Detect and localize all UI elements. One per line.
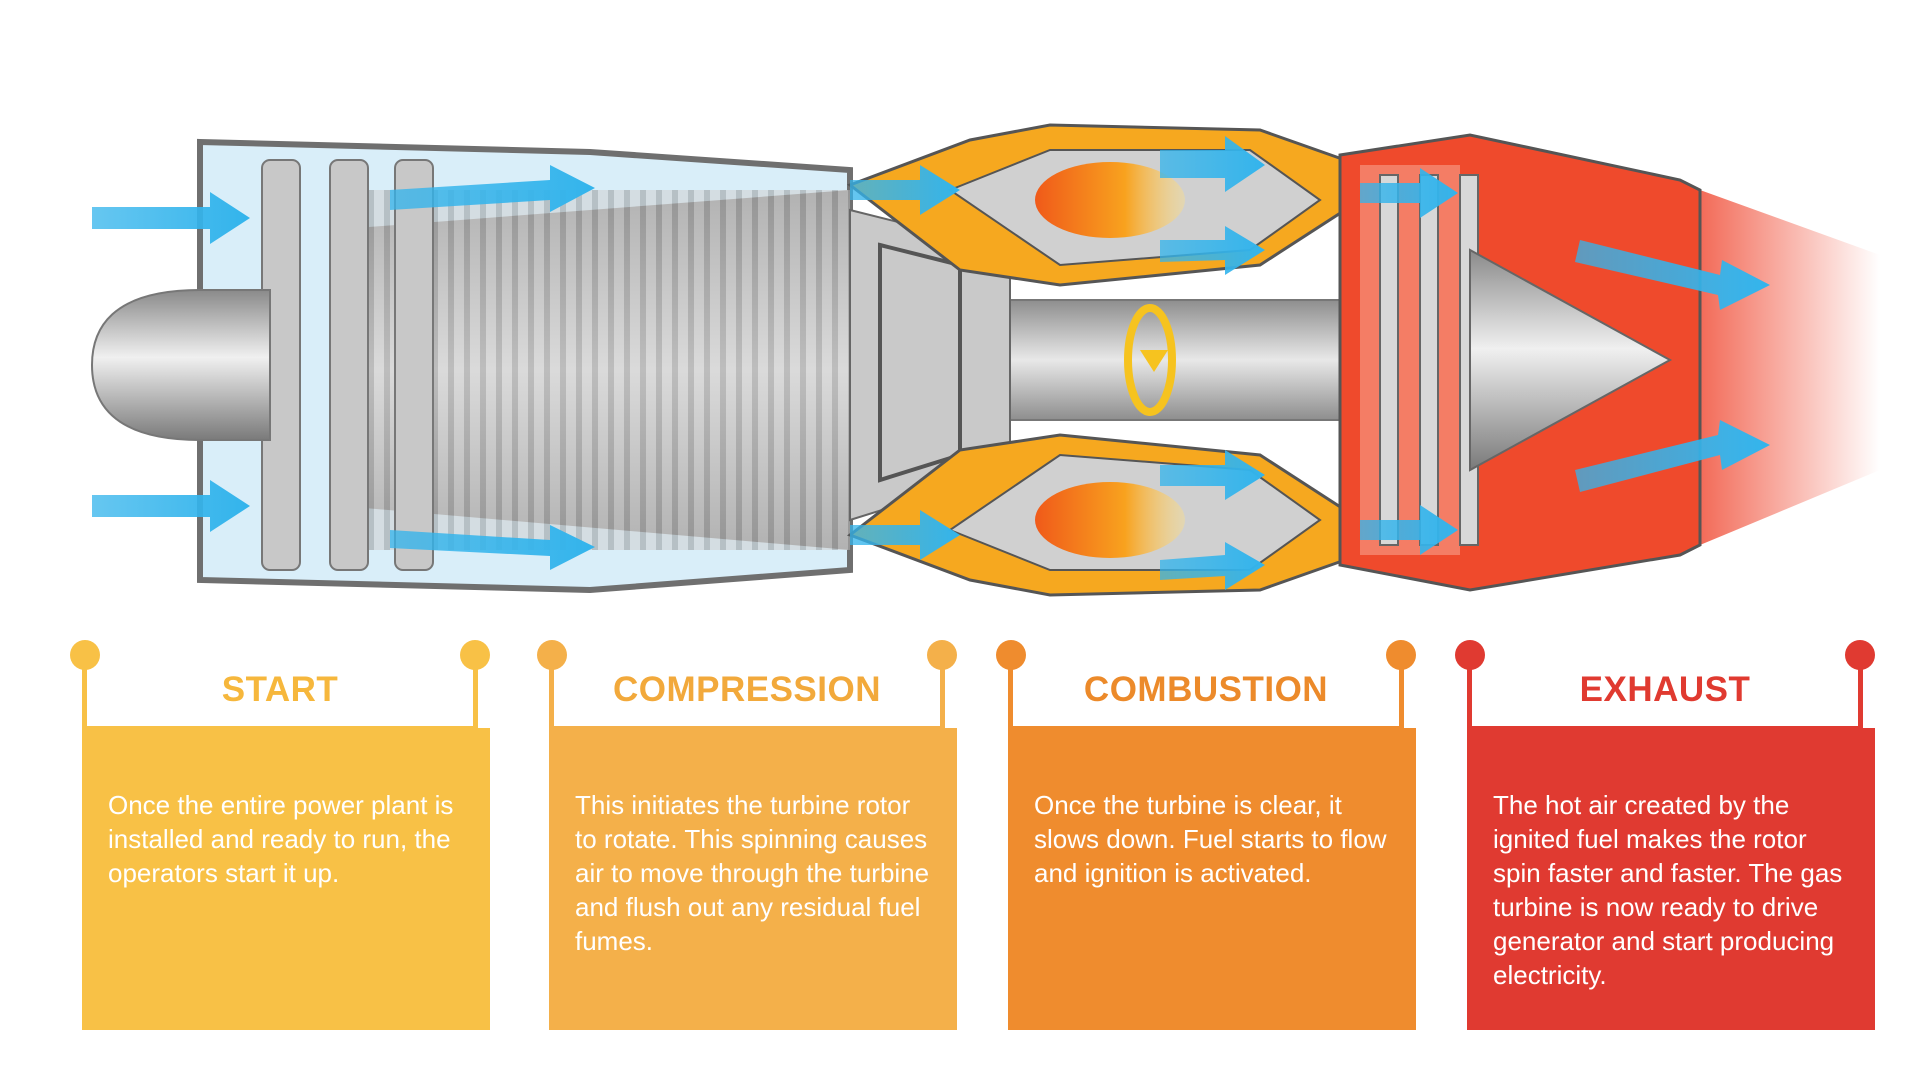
stage-dot [70,640,100,670]
stage-title: START [221,670,339,709]
rotation-arrow-icon [1124,304,1176,416]
stage-exhaust: EXHAUST The hot air created by the ignit… [1455,640,1875,1030]
stage-title: EXHAUST [1579,670,1751,709]
stage-connector [82,668,87,730]
stage-connector [549,668,554,730]
stage-dot [996,640,1026,670]
stage-combustion: COMBUSTION Once the turbine is clear, it… [996,640,1416,1030]
stage-title: COMBUSTION [1083,670,1329,709]
stage-box: This initiates the turbine rotor to rota… [549,728,957,1030]
stage-dot [1845,640,1875,670]
stage-box: The hot air created by the ignited fuel … [1467,728,1875,1030]
stage-connector [1858,668,1863,730]
stage-dot [927,640,957,670]
stage-box: Once the turbine is clear, it slows down… [1008,728,1416,1030]
stage-title: COMPRESSION [612,670,882,709]
stage-description: Once the entire power plant is installed… [108,790,454,888]
stage-description: This initiates the turbine rotor to rota… [575,790,930,956]
stage-box: Once the entire power plant is installed… [82,728,490,1030]
stage-dot [1455,640,1485,670]
stage-compression: COMPRESSION This initiates the turbine r… [537,640,957,1030]
stage-description: The hot air created by the ignited fuel … [1493,790,1843,990]
stage-connector [940,668,945,730]
stage-connector [1008,668,1013,730]
stage-connector [473,668,478,730]
stage-dot [537,640,567,670]
stage-connector [1467,668,1472,730]
stage-connector [1399,668,1404,730]
stage-dot [1386,640,1416,670]
stage-description: Once the turbine is clear, it slows down… [1034,790,1387,888]
stage-dot [460,640,490,670]
jet-engine-illustration [90,123,1880,597]
airflow-arrow-icon [92,136,1770,590]
stage-start: START Once the entire power plant is ins… [70,640,490,1030]
